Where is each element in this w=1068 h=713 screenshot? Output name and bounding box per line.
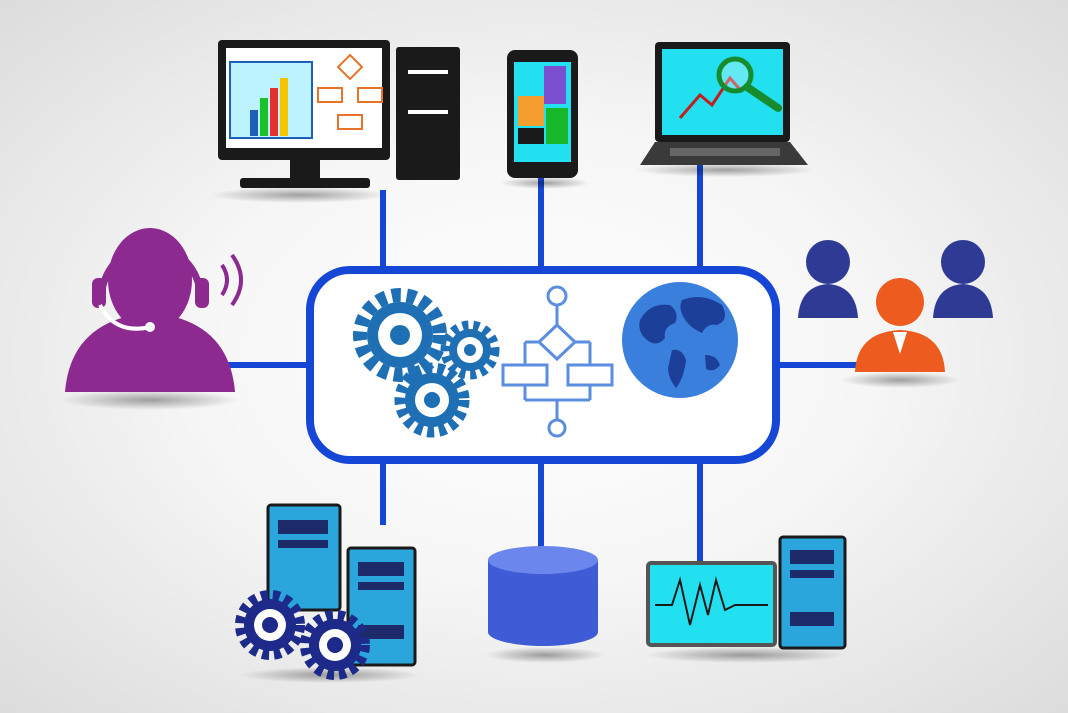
monitoring-server-icon: [646, 535, 847, 650]
flowchart-icon: [501, 285, 614, 438]
connector-lines: [220, 165, 862, 562]
database-icon: [488, 546, 598, 646]
desktop-computer-icon: [218, 40, 460, 188]
gears-icon: [353, 288, 500, 438]
server-gears-icon: [235, 503, 417, 680]
support-agent-icon: [65, 228, 243, 392]
globe-icon: [622, 282, 738, 398]
smartphone-icon: [507, 50, 578, 178]
user-group-icon: [798, 240, 993, 372]
laptop-analytics-icon: [640, 42, 808, 165]
